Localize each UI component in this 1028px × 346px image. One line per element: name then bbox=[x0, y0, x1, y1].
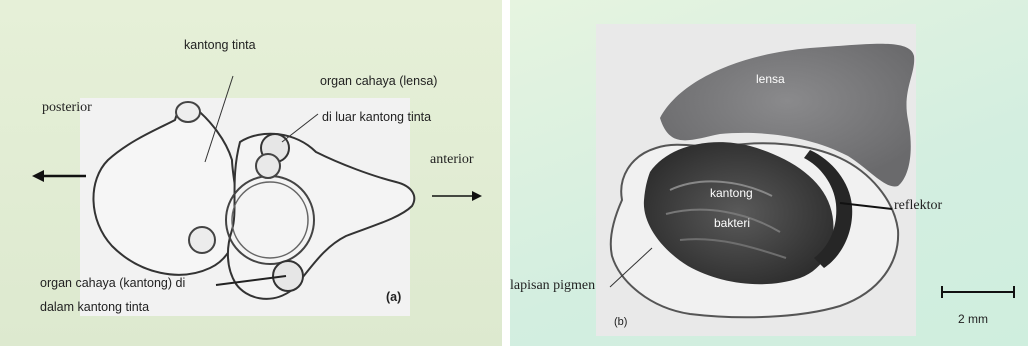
label-lensa: lensa bbox=[756, 72, 785, 86]
panel-letter-a: (a) bbox=[386, 290, 401, 304]
label-kantong-tinta: kantong tinta bbox=[184, 38, 256, 52]
label-kantong: kantong bbox=[710, 186, 753, 200]
label-organ-cahaya-kantong-1: organ cahaya (kantong) di bbox=[40, 276, 185, 290]
panel-b: lensa kantong bakteri reflektor lapisan … bbox=[510, 0, 1028, 346]
label-reflektor: reflektor bbox=[894, 198, 942, 214]
anterior-arrowhead bbox=[472, 191, 482, 201]
panel-b-drawing bbox=[510, 0, 1028, 346]
label-bakteri: bakteri bbox=[714, 216, 750, 230]
lower-sac-organ bbox=[273, 261, 303, 291]
panel-a: kantong tinta organ cahaya (lensa) di lu… bbox=[0, 0, 502, 346]
label-organ-cahaya-lensa: organ cahaya (lensa) bbox=[320, 74, 437, 88]
panel-letter-b: (b) bbox=[614, 316, 627, 328]
label-di-luar-kantong-tinta: di luar kantong tinta bbox=[322, 110, 431, 124]
label-posterior: posterior bbox=[42, 100, 92, 116]
left-lower-organ bbox=[189, 227, 215, 253]
top-bump bbox=[176, 102, 200, 122]
posterior-arrowhead bbox=[32, 170, 44, 182]
upper-lens-organ-2 bbox=[256, 154, 280, 178]
label-anterior: anterior bbox=[430, 152, 474, 168]
label-lapisan-pigmen: lapisan pigmen bbox=[510, 278, 595, 294]
label-organ-cahaya-kantong-2: dalam kantong tinta bbox=[40, 300, 149, 314]
scale-label: 2 mm bbox=[958, 312, 988, 326]
